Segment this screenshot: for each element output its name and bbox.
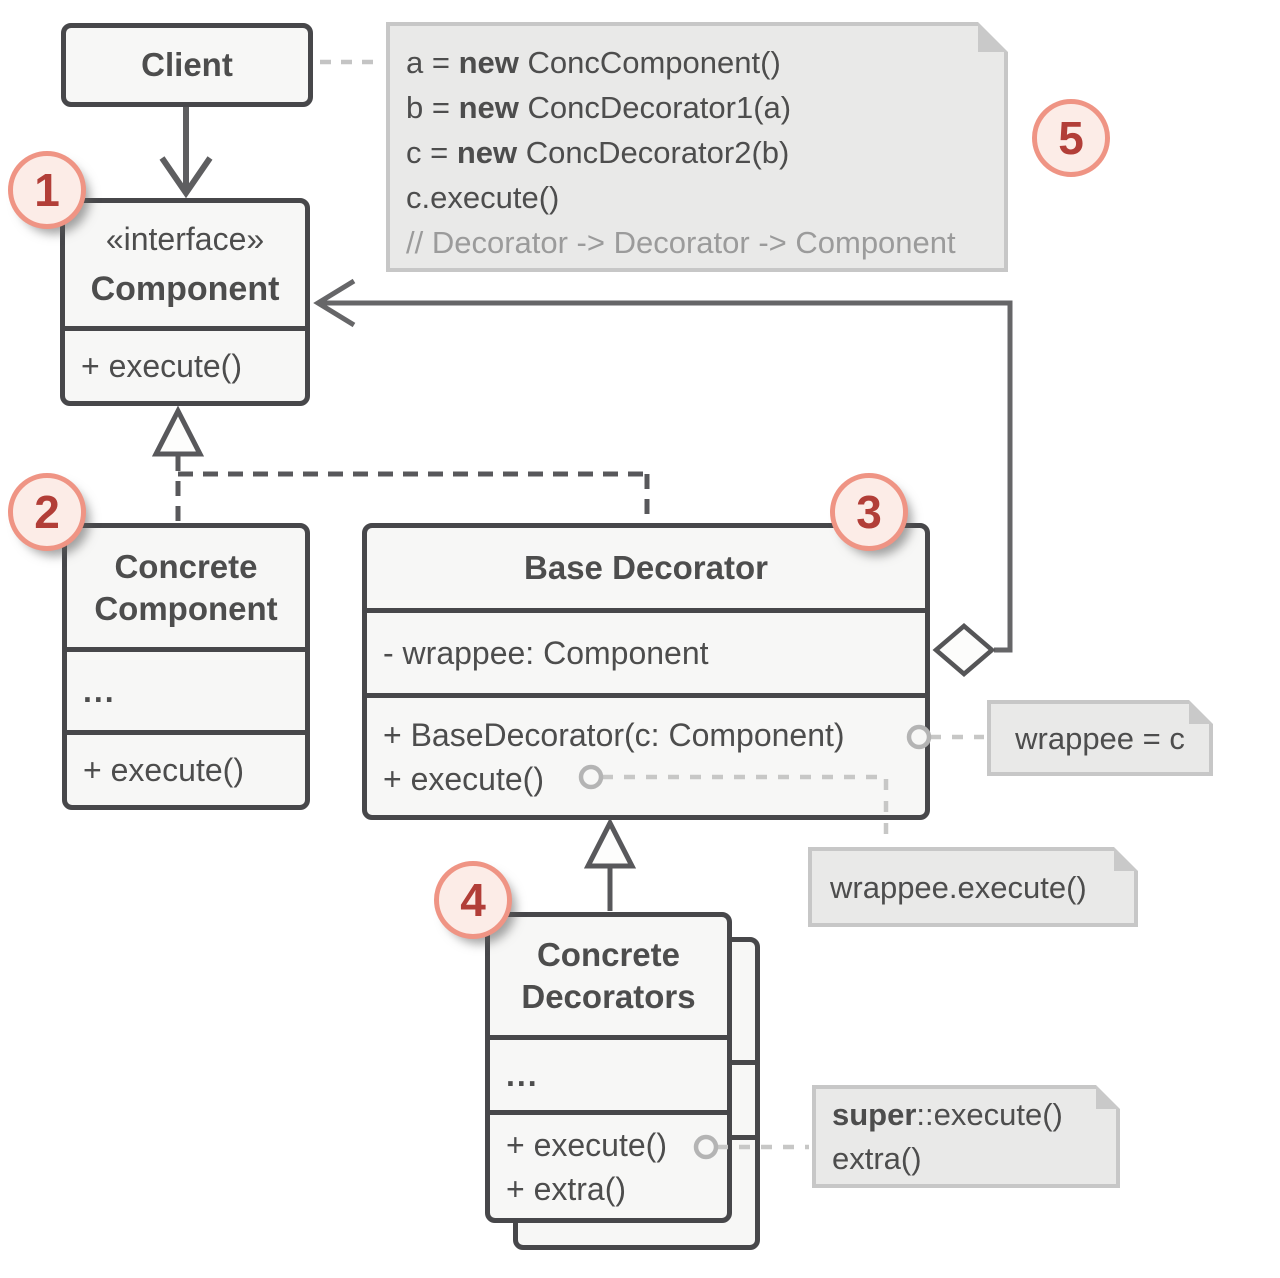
concrete-decorators-methods: + execute() + extra() xyxy=(490,1110,727,1218)
code-line: c = new ConcDecorator2(b) xyxy=(406,135,790,170)
base-decorator-field-wrappee: - wrappee: Component xyxy=(383,635,709,671)
code-line: super::execute() xyxy=(832,1096,1063,1132)
note-fold-icon xyxy=(978,22,1008,52)
note-fold-icon xyxy=(1114,847,1138,871)
code-line: c.execute() xyxy=(406,180,560,215)
note-fold-icon xyxy=(1189,700,1213,724)
code-line: a = new ConcComponent() xyxy=(406,45,781,80)
concrete-component-method-execute: + execute() xyxy=(83,752,244,788)
base-decorator-fields: - wrappee: Component xyxy=(367,608,925,693)
concrete-decorators-method-extra: + extra() xyxy=(506,1170,627,1207)
concrete-decorators-fields: ... xyxy=(490,1035,727,1110)
badge-2: 2 xyxy=(8,473,86,551)
interface-stereotype: «interface» xyxy=(105,220,265,257)
badge-4: 4 xyxy=(434,861,512,939)
concrete-decorators-ellipsis: ... xyxy=(506,1057,539,1093)
concrete-decorators-title: Concrete Decorators xyxy=(521,936,696,1015)
badge-1: 1 xyxy=(8,151,86,229)
component-methods: + execute() xyxy=(65,326,305,401)
class-client: Client xyxy=(61,23,313,107)
code-line: // Decorator -> Decorator -> Component xyxy=(406,225,956,260)
base-decorator-method-execute: + execute() xyxy=(383,760,544,797)
class-concrete-component: Concrete Component ... + execute() xyxy=(62,523,310,810)
concrete-decorators-method-execute: + execute() xyxy=(506,1126,667,1163)
badge-5: 5 xyxy=(1032,99,1110,177)
client-title: Client xyxy=(141,46,233,83)
concrete-component-title: Concrete Component xyxy=(94,547,278,627)
generalization-triangle-icon xyxy=(583,817,637,869)
note-fold-icon xyxy=(1096,1085,1120,1109)
base-decorator-methods: + BaseDecorator(c: Component) + execute(… xyxy=(367,693,925,815)
component-association-arrow xyxy=(313,278,1013,653)
base-decorator-method-ctor: + BaseDecorator(c: Component) xyxy=(383,716,845,753)
note-client-code: a = new ConcComponent() b = new ConcDecor… xyxy=(386,22,1008,272)
realization-triangle-icon xyxy=(151,405,205,457)
class-concrete-decorators: Concrete Decorators ... + execute() + ex… xyxy=(485,912,732,1223)
note-super-execute: super::execute()extra() xyxy=(812,1085,1120,1188)
client-code-lines: a = new ConcComponent() b = new ConcDecor… xyxy=(406,40,986,265)
note-wrappee-assign: wrappee = c xyxy=(987,700,1213,776)
component-title: Component xyxy=(90,269,280,308)
component-header: «interface» Component xyxy=(65,203,305,326)
concrete-component-ellipsis: ... xyxy=(83,673,116,709)
base-decorator-title: Base Decorator xyxy=(524,549,768,586)
realization-dashed-line xyxy=(175,456,650,521)
super-execute-lines: super::execute()extra() xyxy=(832,1093,1116,1181)
code-line: extra() xyxy=(832,1140,922,1176)
badge-3: 3 xyxy=(830,473,908,551)
note-wrappee-execute: wrappee.execute() xyxy=(808,847,1138,927)
client-component-arrow xyxy=(159,107,213,199)
aggregation-diamond-icon xyxy=(932,623,996,677)
class-base-decorator: Base Decorator - wrappee: Component + Ba… xyxy=(362,523,930,820)
code-line: b = new ConcDecorator1(a) xyxy=(406,90,792,125)
component-method-execute: + execute() xyxy=(81,348,242,384)
class-component: «interface» Component + execute() xyxy=(60,198,310,406)
concrete-component-methods: + execute() xyxy=(67,730,305,805)
concrete-component-fields: ... xyxy=(67,647,305,730)
